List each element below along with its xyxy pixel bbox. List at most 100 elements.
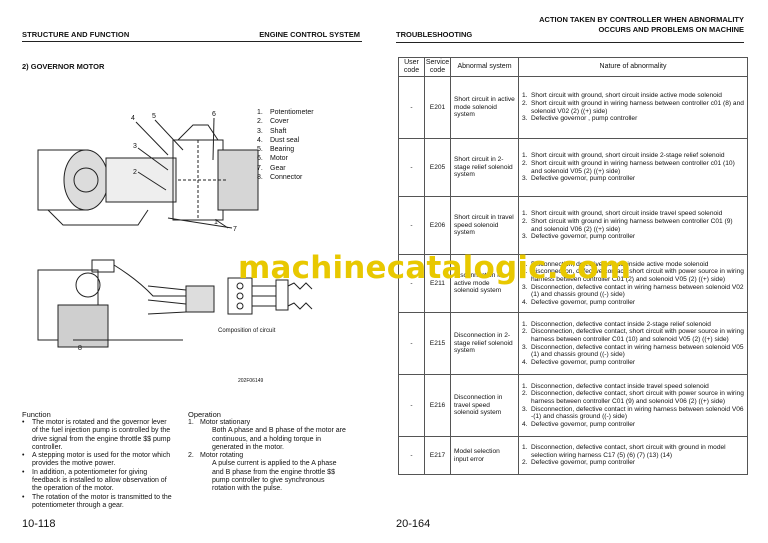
watermark: machinecatalogic.com xyxy=(238,250,632,286)
abnormal-system-cell: Short circuit in travel speed solenoid s… xyxy=(450,196,519,255)
col-service-code: Service code xyxy=(424,57,451,77)
nature-line: 4.Defective governor, pump controller xyxy=(522,358,636,366)
nature-line: 1.Short circuit with ground, short circu… xyxy=(522,152,725,160)
right-header-line1: ACTION TAKEN BY CONTROLLER WHEN ABNORMAL… xyxy=(539,15,744,24)
nature-line: 3.Defective governor, pump controller xyxy=(522,175,636,183)
operation-item: 2.Motor rotating xyxy=(188,452,244,460)
nature-line: 2.Defective governor, pump controller xyxy=(522,459,636,467)
user-code-cell: - xyxy=(398,374,425,437)
right-page: TROUBLESHOOTING ACTION TAKEN BY CONTROLL… xyxy=(384,0,768,543)
nature-line: 4.Defective governor, pump controller xyxy=(522,420,636,428)
abnormal-system-cell: Model selection input error xyxy=(450,436,519,475)
nature-line: 1.Short circuit with ground, short circu… xyxy=(522,92,722,100)
col-nature: Nature of abnormality xyxy=(518,57,748,77)
header-rule xyxy=(396,42,744,43)
legend-item: 2.Cover xyxy=(257,118,289,126)
legend-item: 3.Shaft xyxy=(257,127,287,135)
nature-line: 2.Short circuit with ground in wiring ha… xyxy=(522,99,744,115)
nature-line: 2.Disconnection, defective contact, shor… xyxy=(522,268,744,283)
legend-item: 5.Bearing xyxy=(257,146,295,154)
nature-line: 3.Disconnection, defective contact in wi… xyxy=(522,283,744,299)
motor-flange xyxy=(63,149,109,211)
nature-line: 2.Short circuit with ground in wiring ha… xyxy=(522,217,733,233)
callout-6: 6 xyxy=(212,111,216,118)
nature-line: 1.Disconnection, defective contact, shor… xyxy=(522,444,726,459)
parts-legend: 1.Potentiometer 2.Cover 3.Shaft 4.Dust s… xyxy=(257,108,314,182)
legend-item: 6.Motor xyxy=(257,155,288,163)
user-code-cell: - xyxy=(398,312,425,375)
nature-line: 2.Disconnection, defective contact, shor… xyxy=(522,328,744,343)
abnormal-system-cell: Short circuit in active mode solenoid sy… xyxy=(450,76,519,139)
abnormal-system-cell: Disconnection in 2-stage relief solenoid… xyxy=(450,312,519,375)
motor-shaft-circle xyxy=(73,167,99,193)
nature-line: 1.Disconnection, defective contact insid… xyxy=(522,320,711,328)
service-code-cell: E201 xyxy=(424,76,451,139)
nature-line: 1.Disconnection, defective contact insid… xyxy=(522,260,709,268)
left-header: STRUCTURE AND FUNCTION ENGINE CONTROL SY… xyxy=(22,30,362,42)
left-header-subtitle: ENGINE CONTROL SYSTEM xyxy=(259,30,360,39)
user-code-cell: - xyxy=(398,196,425,255)
nature-cell: 1.Short circuit with ground, short circu… xyxy=(518,138,748,197)
operation-desc: Both A phase and B phase of the motor ar… xyxy=(212,427,346,451)
nature-cell: 1.Short circuit with ground, short circu… xyxy=(518,76,748,139)
service-code-cell: E205 xyxy=(424,138,451,197)
wiring-harness xyxy=(113,264,188,297)
table-header-row: User code Service code Abnormal system N… xyxy=(398,57,748,77)
function-item: •The rotation of the motor is transmitte… xyxy=(22,493,172,509)
nature-line: 2.Short circuit with ground in wiring ha… xyxy=(522,159,735,175)
nature-line: 2.Disconnection, defective contact, shor… xyxy=(522,390,744,405)
function-item: •In addition, a potentiometer for giving… xyxy=(22,468,167,493)
service-code-cell: E206 xyxy=(424,196,451,255)
callout-4: 4 xyxy=(131,115,135,122)
nature-line: 3.Disconnection, defective contact in wi… xyxy=(522,343,744,359)
nature-line: 3.Defective governor , pump controller xyxy=(522,115,638,123)
right-header-title: TROUBLESHOOTING xyxy=(396,30,473,39)
callout-2: 2 xyxy=(133,169,137,176)
service-code-cell: E215 xyxy=(424,312,451,375)
cover-outline xyxy=(177,124,219,141)
function-item: •A stepping motor is used for the motor … xyxy=(22,452,171,468)
figure-code: 202F06149 xyxy=(238,378,264,384)
nature-cell: 1.Disconnection, defective contact, shor… xyxy=(518,436,748,475)
callout-7: 7 xyxy=(233,226,237,233)
callout-3: 3 xyxy=(133,143,137,150)
service-code-cell: E217 xyxy=(424,436,451,475)
abnormal-system-cell: Short circuit in 2-stage relief solenoid… xyxy=(450,138,519,197)
connector-block xyxy=(217,149,259,211)
nature-cell: 1.Short circuit with ground, short circu… xyxy=(518,196,748,255)
right-header-line2: OCCURS AND PROBLEMS ON MACHINE xyxy=(598,25,744,34)
function-title: Function xyxy=(22,410,51,419)
abnormal-system-cell: Disconnection in travel speed solenoid s… xyxy=(450,374,519,437)
governor-motor-figure: 4 5 6 3 2 1 7 8 Composition of circuit 2… xyxy=(37,111,313,384)
operation-desc: A pulse current is applied to the A phas… xyxy=(212,460,337,493)
nature-line: 3.Defective governor, pump controller xyxy=(522,233,636,241)
legend-item: 7.Gear xyxy=(257,164,286,172)
circuit-schematic xyxy=(227,277,313,315)
function-item: •The motor is rotated and the governor l… xyxy=(22,419,171,451)
nature-cell: 1.Disconnection, defective contact insid… xyxy=(518,254,748,313)
user-code-cell: - xyxy=(398,138,425,197)
legend-item: 4.Dust seal xyxy=(257,136,300,144)
circuit-caption: Composition of circuit xyxy=(218,328,276,334)
legend-item: 8.Connector xyxy=(257,174,303,182)
right-header-subtitle: ACTION TAKEN BY CONTROLLER WHEN ABNORMAL… xyxy=(539,15,744,35)
service-code-cell: E216 xyxy=(424,374,451,437)
user-code-cell: - xyxy=(398,436,425,475)
nature-cell: 1.Disconnection, defective contact insid… xyxy=(518,374,748,437)
nature-line: 1.Disconnection, defective contact insid… xyxy=(522,382,709,390)
user-code-cell: - xyxy=(398,76,425,139)
connector-plug xyxy=(185,285,215,313)
left-page: STRUCTURE AND FUNCTION ENGINE CONTROL SY… xyxy=(22,30,362,530)
function-list: •The motor is rotated and the governor l… xyxy=(22,419,174,510)
operation-title: Operation xyxy=(188,410,221,419)
col-user-code: User code xyxy=(398,57,425,77)
legend-item: 1.Potentiometer xyxy=(257,109,314,116)
